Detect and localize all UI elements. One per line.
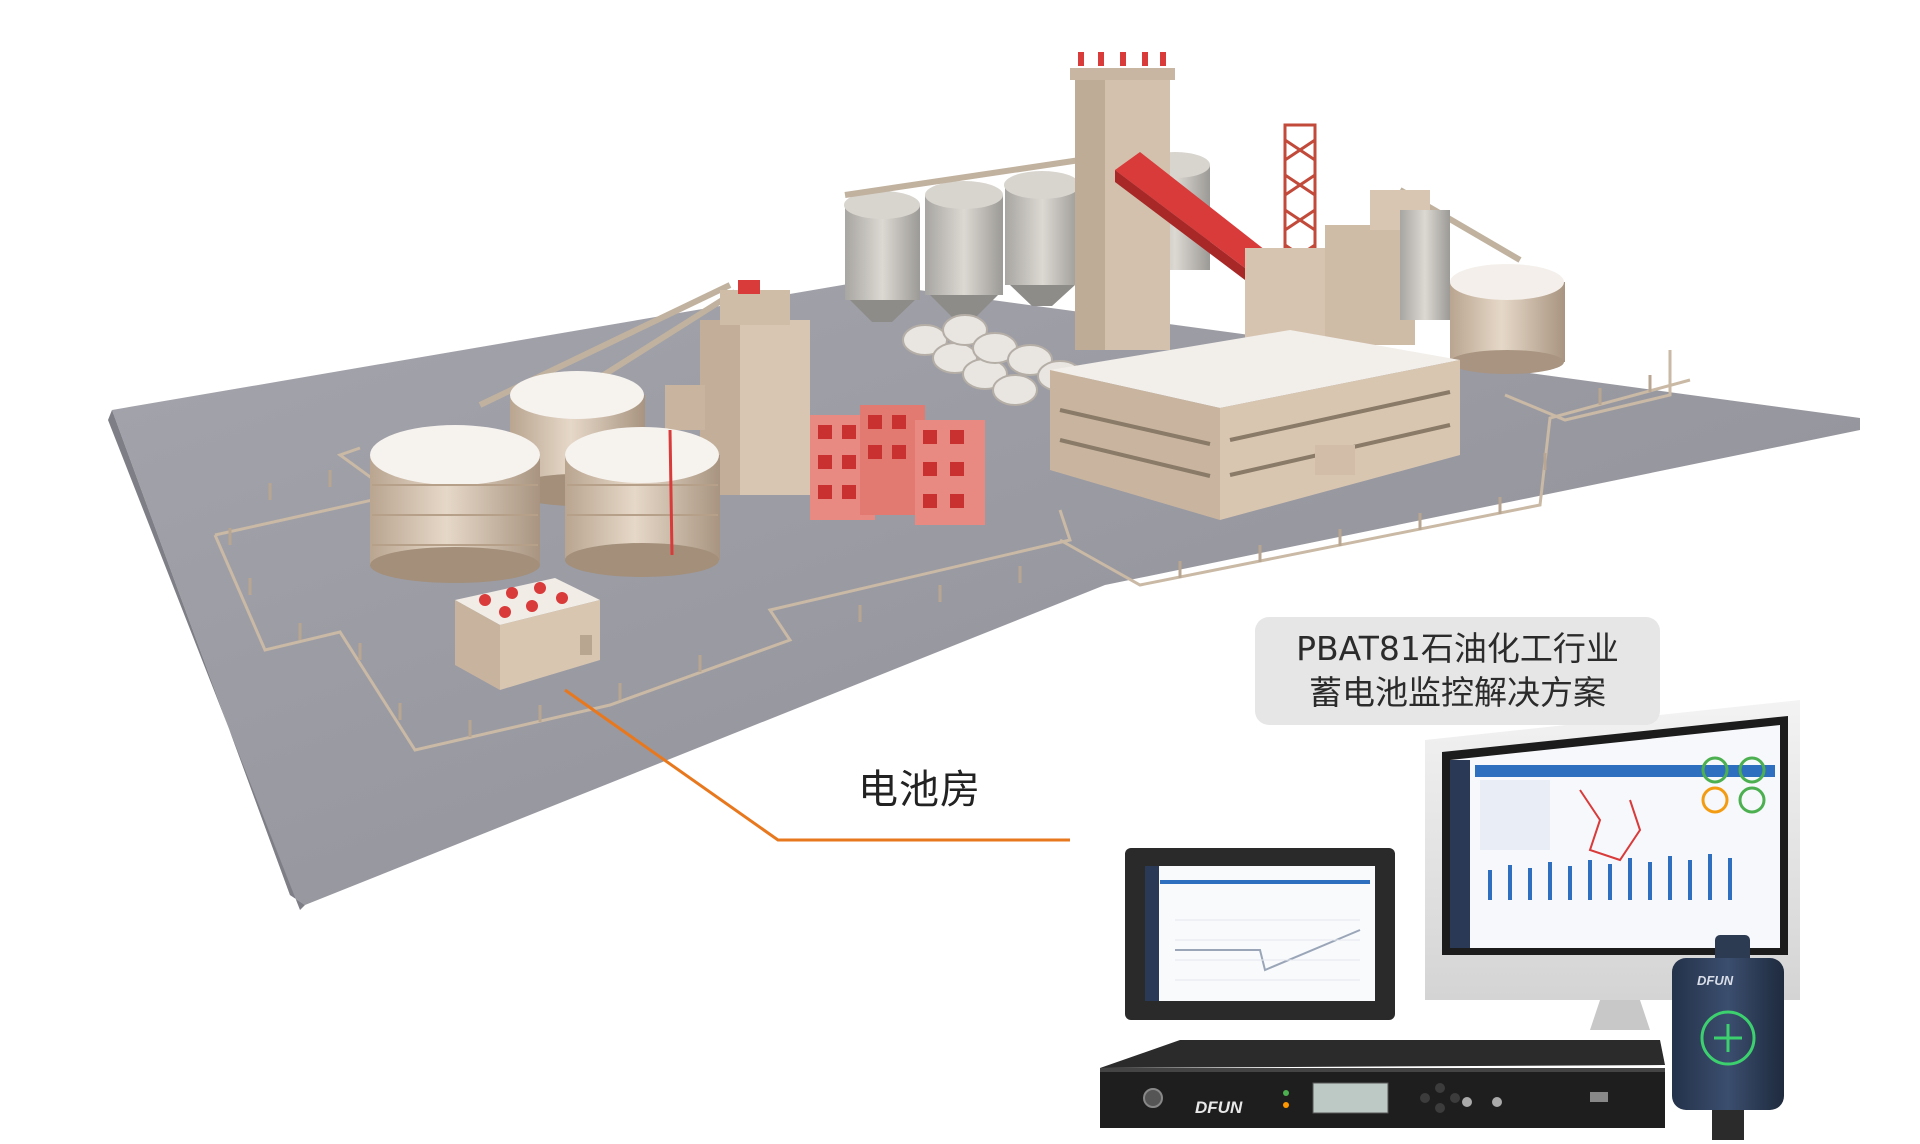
sensor-brand-label: DFUN [1697, 973, 1734, 988]
battery-room-callout-line [564, 688, 1070, 842]
perimeter-fence [213, 350, 1691, 752]
main-tower [1070, 52, 1175, 350]
storage-tank-right [1450, 264, 1565, 374]
cooling-racks [810, 405, 985, 525]
battery-room-label: 电池房 [858, 767, 981, 813]
red-conveyor [1115, 152, 1265, 280]
touch-panel [1125, 848, 1395, 1020]
rack-brand-label: DFUN [1195, 1098, 1243, 1117]
battery-room-building [455, 578, 600, 690]
process-unit-left [665, 280, 810, 495]
plus-circle-icon [1700, 1010, 1756, 1066]
solution-title-line1: PBAT81石油化工行业 [1296, 629, 1619, 668]
solution-title-line2: 蓄电池监控解决方案 [1309, 673, 1606, 712]
solution-title-box: PBAT81石油化工行业 蓄电池监控解决方案 [1255, 617, 1660, 725]
storage-tanks-left [370, 371, 720, 583]
lcd-display [1312, 1082, 1389, 1114]
fence-posts [228, 375, 1652, 737]
battery-sensor [1672, 935, 1784, 1140]
main-office-building [1050, 330, 1460, 520]
process-building [1245, 190, 1450, 348]
rack-controller [1100, 1040, 1665, 1128]
ground-edge [108, 410, 305, 910]
desktop-monitor [1425, 700, 1800, 1030]
power-button-icon[interactable] [1143, 1088, 1163, 1108]
